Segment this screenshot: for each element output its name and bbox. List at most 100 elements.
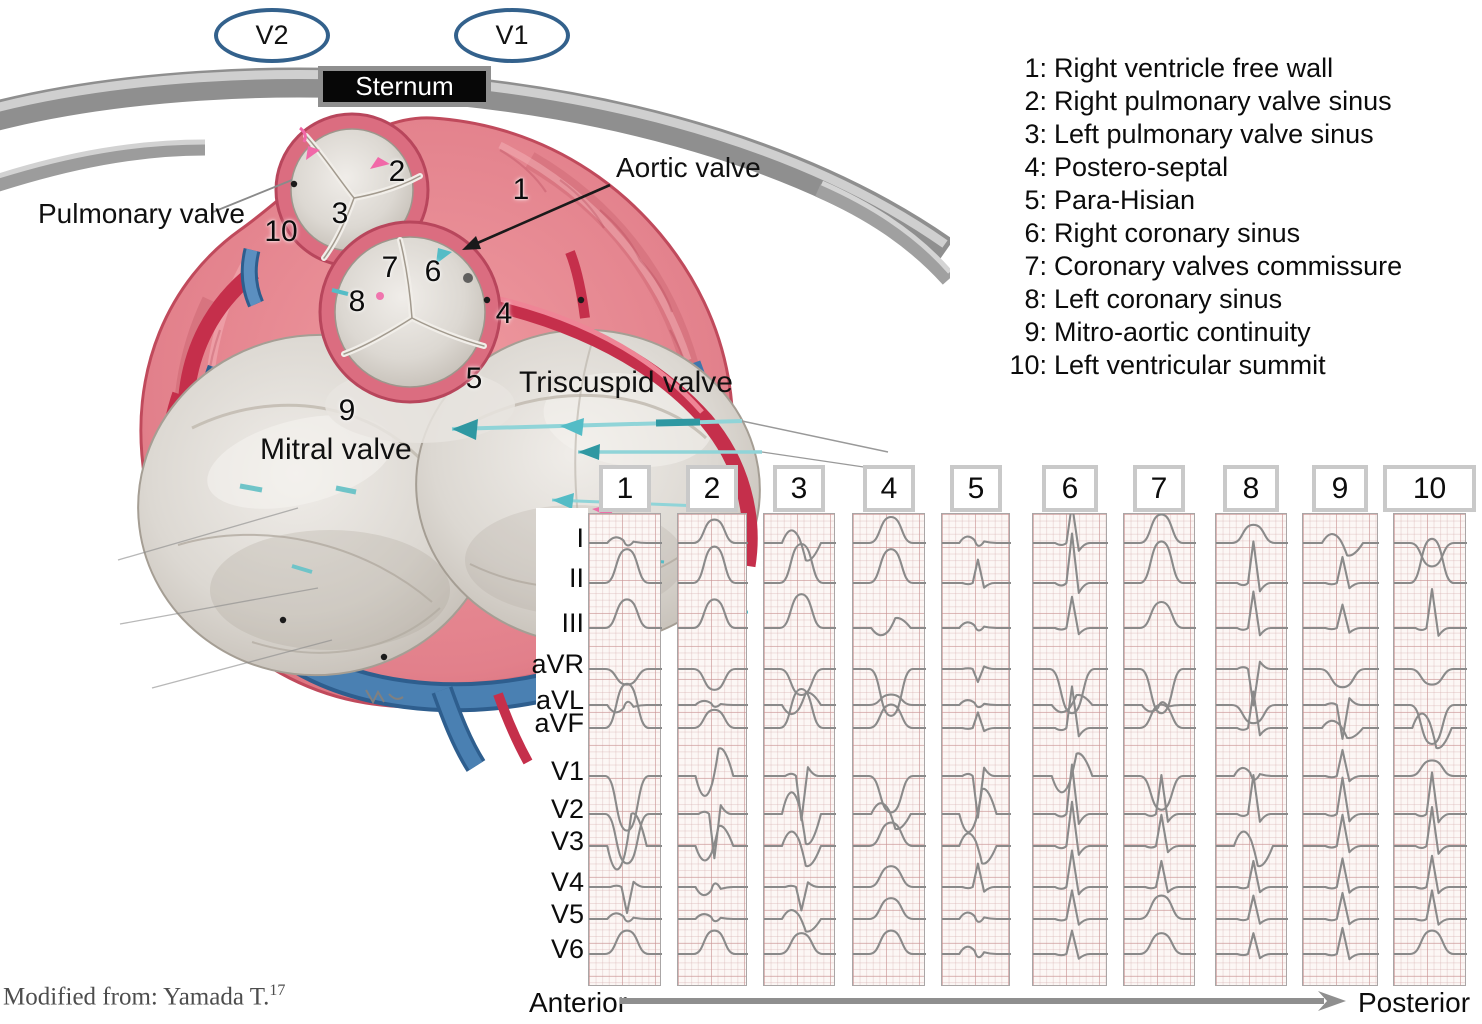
lead-label-v2: V2 xyxy=(550,794,584,824)
lead-label-v6: V6 xyxy=(550,934,584,964)
ecg-traces-site-7 xyxy=(1124,514,1196,956)
site-marker-3: 3 xyxy=(331,197,349,230)
trace-iii-site-6 xyxy=(1033,595,1108,636)
trace-v2-site-4 xyxy=(853,802,926,831)
trace-iii-site-2 xyxy=(678,598,748,630)
trace-v3-site-3 xyxy=(764,830,836,868)
trace-v6-site-8 xyxy=(1216,932,1288,960)
trace-avf-site-8 xyxy=(1216,690,1288,737)
trace-v2-site-8 xyxy=(1216,773,1288,823)
lead-label-v5: V5 xyxy=(550,899,584,929)
trace-avr-site-2 xyxy=(678,667,748,691)
trace-v3-site-4 xyxy=(853,821,926,848)
trace-v3-site-6 xyxy=(1033,800,1108,856)
ecg-strip-site-4 xyxy=(852,513,926,986)
trace-v4-site-5 xyxy=(942,862,1011,893)
trace-avr-site-8 xyxy=(1216,660,1288,707)
site-marker-8: 8 xyxy=(348,285,366,318)
legend-item: 4:Postero-septal xyxy=(999,151,1479,184)
trace-v5-site-9 xyxy=(1303,891,1379,926)
legend-item-number: 1: xyxy=(1024,53,1047,83)
trace-v2-site-2 xyxy=(678,804,748,860)
trace-v2-site-6 xyxy=(1033,763,1108,825)
trace-v4-site-4 xyxy=(853,865,926,889)
site-marker-6: 6 xyxy=(424,255,442,288)
legend-item-label: Mitro-aortic continuity xyxy=(1054,317,1311,347)
lead-label-avl: aVL xyxy=(535,685,584,715)
legend-item-number: 8: xyxy=(1024,284,1047,314)
trace-avf-site-2 xyxy=(678,708,748,730)
ecg-traces-site-3 xyxy=(764,529,836,956)
legend-item-label: Left pulmonary valve sinus xyxy=(1054,119,1374,149)
trace-iii-site-7 xyxy=(1124,600,1196,630)
trace-avl-site-8 xyxy=(1216,703,1288,725)
trace-v1-site-2 xyxy=(678,747,748,797)
trace-ii-site-9 xyxy=(1303,555,1379,590)
trace-v5-site-4 xyxy=(853,897,926,921)
ecg-strip-site-9 xyxy=(1302,513,1379,986)
trace-i-site-8 xyxy=(1216,523,1288,545)
trace-v2-site-7 xyxy=(1124,773,1196,823)
citation-ref: 17 xyxy=(269,982,286,999)
trace-avl-site-1 xyxy=(589,700,662,714)
trace-v1-site-7 xyxy=(1124,774,1196,811)
mitral-valve-label: Mitral valve xyxy=(260,433,412,466)
lead-label-column-background xyxy=(536,508,588,1000)
trace-i-site-2 xyxy=(678,518,748,545)
trace-avr-site-1 xyxy=(589,667,662,686)
trace-v5-site-3 xyxy=(764,909,836,933)
trace-v6-site-1 xyxy=(589,929,662,956)
legend-item: 2:Right pulmonary valve sinus xyxy=(999,85,1479,118)
trace-avr-site-7 xyxy=(1124,667,1196,715)
ecg-header-3: 3 xyxy=(773,465,825,512)
trace-avf-site-7 xyxy=(1124,703,1196,730)
trace-avl-site-10 xyxy=(1394,703,1467,746)
trace-avr-site-4 xyxy=(853,667,926,717)
trace-v3-site-10 xyxy=(1394,805,1467,855)
trace-iii-site-3 xyxy=(764,593,836,630)
legend-item-label: Left coronary sinus xyxy=(1054,284,1283,314)
site-marker-4: 4 xyxy=(495,297,513,330)
trace-v6-site-4 xyxy=(853,929,926,956)
ecg-traces-site-4 xyxy=(853,515,926,956)
trace-v2-site-10 xyxy=(1394,771,1467,824)
ecg-header-5: 5 xyxy=(950,465,1002,512)
ecg-header-4: 4 xyxy=(863,465,915,512)
ecg-traces-site-5 xyxy=(942,535,1011,959)
ecg-traces-site-1 xyxy=(589,536,662,956)
trace-v6-site-2 xyxy=(678,929,748,956)
legend-item: 3:Left pulmonary valve sinus xyxy=(999,118,1479,151)
anterior-posterior-arrow xyxy=(620,991,1346,1011)
pulmonary-valve-label: Pulmonary valve xyxy=(38,198,245,229)
trace-i-site-1 xyxy=(589,536,662,547)
ecg-traces-site-6 xyxy=(1033,514,1108,960)
legend-item-label: Left ventricular summit xyxy=(1054,350,1326,380)
trace-v2-site-3 xyxy=(764,791,836,846)
trace-ii-site-8 xyxy=(1216,540,1288,593)
legend-item: 10:Left ventricular summit xyxy=(999,349,1479,382)
lead-label-v1: V1 xyxy=(550,756,584,786)
pink-arrow-icon xyxy=(306,146,320,160)
sternum-label: Sternum xyxy=(318,66,491,107)
site-marker-1: 1 xyxy=(512,173,530,206)
legend-item-number: 2: xyxy=(1024,86,1047,116)
legend-item-number: 9: xyxy=(1024,317,1047,347)
electrode-v2-label: V2 xyxy=(255,20,289,50)
anterior-label: Anterior xyxy=(529,987,628,1018)
lead-label-avf: aVF xyxy=(534,708,584,738)
legend-item-label: Right ventricle free wall xyxy=(1054,53,1334,83)
ecg-strip-site-6 xyxy=(1032,513,1108,986)
trace-ii-site-5 xyxy=(942,558,1011,589)
trace-iii-site-1 xyxy=(589,598,662,630)
trace-ii-site-2 xyxy=(678,545,748,585)
trace-v6-site-6 xyxy=(1033,929,1108,960)
ecg-strip-site-1 xyxy=(588,513,662,986)
trace-avl-site-7 xyxy=(1124,701,1196,713)
trace-avf-site-10 xyxy=(1394,712,1467,750)
trace-iii-site-4 xyxy=(853,616,926,637)
trace-v3-site-8 xyxy=(1216,830,1288,868)
trace-v5-site-7 xyxy=(1124,894,1196,921)
citation-text: Modified from: Yamada T. xyxy=(3,983,270,1011)
trace-avf-site-5 xyxy=(942,711,1011,733)
trace-i-site-7 xyxy=(1124,514,1196,545)
